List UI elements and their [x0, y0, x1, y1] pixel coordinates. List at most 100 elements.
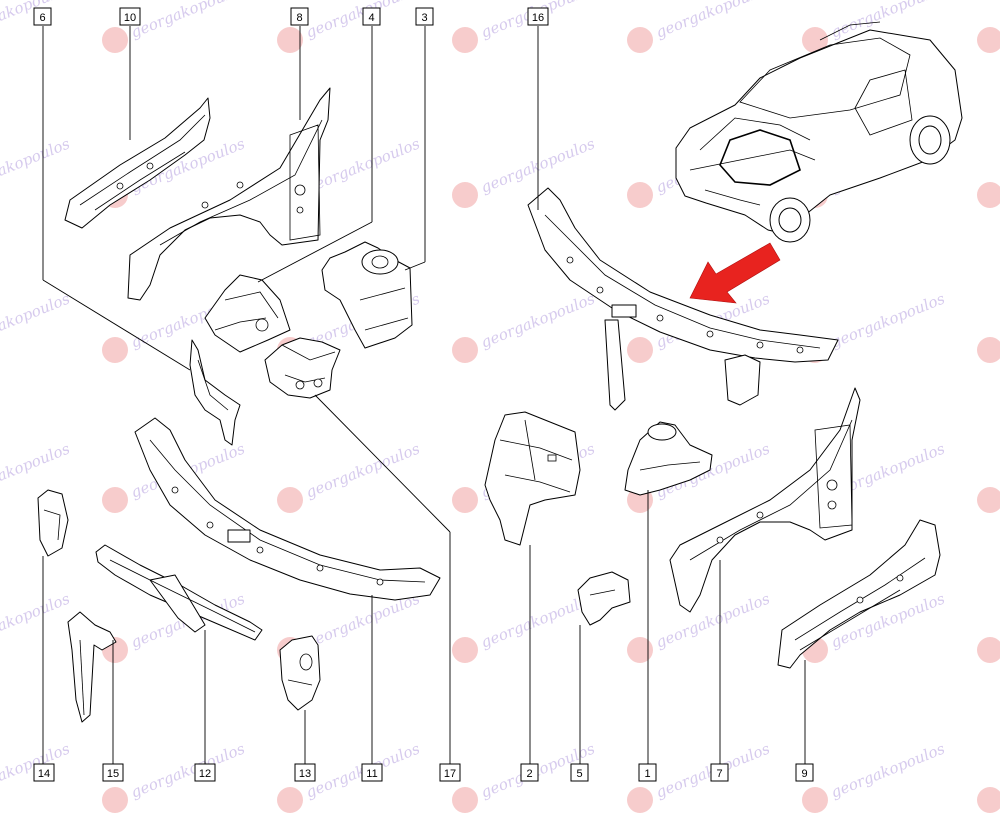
watermark-stamp: georgakopoulos: [452, 0, 598, 53]
callout-9: 9: [795, 763, 814, 782]
watermark-logo-icon: [102, 487, 128, 513]
watermark-text: georgakopoulos: [0, 289, 73, 351]
watermark-text: georgakopoulos: [0, 589, 73, 651]
callout-15: 15: [102, 763, 124, 782]
watermark-logo-icon: [277, 27, 303, 53]
watermark-logo-icon: [277, 487, 303, 513]
svg-text:10: 10: [124, 12, 136, 24]
watermark-logo-icon: [977, 637, 1000, 663]
callout-4: 4: [362, 7, 381, 26]
callout-13: 13: [294, 763, 316, 782]
watermark-stamp: georgakopoulos: [277, 439, 423, 513]
watermark-logo-icon: [452, 637, 478, 663]
callout-11: 11: [361, 763, 383, 782]
watermark-text: georgakopoulos: [0, 439, 73, 501]
watermark-stamp: georgakopoulos: [627, 0, 773, 53]
watermark-logo-icon: [977, 27, 1000, 53]
callout-6: 6: [33, 7, 52, 26]
watermark-logo-icon: [452, 787, 478, 813]
leader-lines: [42, 26, 806, 764]
watermark-logo-icon: [102, 787, 128, 813]
watermark-logo-icon: [452, 182, 478, 208]
watermark-text: georgakopoulos: [128, 739, 247, 801]
watermark-logo-icon: [977, 337, 1000, 363]
callout-labels: 6 10 8 4 3 16 14 15 12 13 11 17 2 5 1 7 …: [33, 7, 814, 782]
part-17-latch-bracket: [264, 337, 341, 399]
callout-14: 14: [33, 763, 55, 782]
svg-text:12: 12: [199, 768, 211, 780]
watermark-stamp: georgakopoulos: [977, 637, 1000, 663]
watermark-stamp: georgakopoulos: [802, 739, 948, 813]
watermark-text: georgakopoulos: [828, 739, 947, 801]
watermark-text: georgakopoulos: [653, 589, 772, 651]
watermark-logo-icon: [977, 182, 1000, 208]
watermark-logo-icon: [452, 487, 478, 513]
watermark-logo-icon: [627, 787, 653, 813]
part-14-bracket: [37, 489, 69, 557]
watermark-stamp: georgakopoulos: [0, 289, 73, 351]
red-pointer-arrow: [689, 242, 781, 304]
watermark-text: georgakopoulos: [303, 134, 422, 196]
svg-text:4: 4: [368, 12, 374, 24]
callout-7: 7: [710, 763, 729, 782]
watermark-stamp: georgakopoulos: [452, 134, 598, 208]
part-9-apron-rail: [777, 519, 941, 669]
svg-text:5: 5: [576, 768, 582, 780]
part-16-radiator-support: [527, 187, 839, 411]
watermark-text: georgakopoulos: [653, 0, 772, 42]
watermark-logo-icon: [102, 337, 128, 363]
part-8-left-fender: [127, 87, 331, 301]
watermark-stamp: georgakopoulos: [977, 337, 1000, 363]
svg-text:11: 11: [366, 768, 377, 780]
watermark-logo-icon: [277, 787, 303, 813]
part-7-right-fender: [669, 387, 861, 613]
part-2-battery-tray: [484, 411, 581, 546]
watermark-text: georgakopoulos: [128, 0, 247, 42]
watermark-logo-icon: [977, 787, 1000, 813]
part-4-headlamp-bracket: [204, 274, 291, 353]
watermark-text: georgakopoulos: [303, 439, 422, 501]
watermark-logo-icon: [627, 27, 653, 53]
part-3-shock-tower: [321, 241, 413, 349]
car-overview-illustration: [675, 21, 963, 243]
watermark-logo-icon: [977, 487, 1000, 513]
part-15-post: [67, 611, 117, 723]
part-11-lower-crossmember: [134, 417, 441, 601]
part-5-bracket: [577, 571, 631, 626]
svg-text:1: 1: [644, 768, 650, 780]
watermark-stamp: georgakopoulos: [977, 27, 1000, 53]
part-12-crossbar: [95, 544, 263, 641]
callout-5: 5: [570, 763, 589, 782]
watermark-text: georgakopoulos: [828, 289, 947, 351]
watermark-stamp: georgakopoulos: [977, 787, 1000, 813]
part-13-bracket: [279, 635, 321, 711]
watermark-stamp: georgakopoulos: [977, 182, 1000, 208]
svg-text:7: 7: [716, 768, 722, 780]
part-1-shock-tower: [624, 421, 713, 496]
callout-12: 12: [194, 763, 216, 782]
watermark-stamp: georgakopoulos: [0, 134, 73, 196]
svg-text:8: 8: [296, 12, 302, 24]
callout-10: 10: [119, 7, 141, 26]
watermark-logo-icon: [802, 27, 828, 53]
callout-1: 1: [638, 763, 657, 782]
watermark-logo-icon: [452, 337, 478, 363]
part-6-bracket: [189, 339, 241, 446]
svg-text:13: 13: [299, 768, 311, 780]
svg-text:17: 17: [444, 768, 456, 780]
watermark-text: georgakopoulos: [0, 134, 73, 196]
watermark-logo-icon: [452, 27, 478, 53]
part-10-apron-rail: [64, 97, 211, 229]
svg-text:6: 6: [39, 12, 45, 24]
svg-text:9: 9: [801, 768, 807, 780]
watermark-logo-icon: [102, 27, 128, 53]
watermark-stamp: georgakopoulos: [0, 589, 73, 651]
svg-text:16: 16: [532, 12, 544, 24]
watermark-stamp: georgakopoulos: [452, 589, 598, 663]
watermark-logo-icon: [802, 787, 828, 813]
svg-text:15: 15: [107, 768, 119, 780]
watermark-logo-icon: [627, 337, 653, 363]
svg-text:3: 3: [421, 12, 427, 24]
svg-text:2: 2: [526, 768, 532, 780]
